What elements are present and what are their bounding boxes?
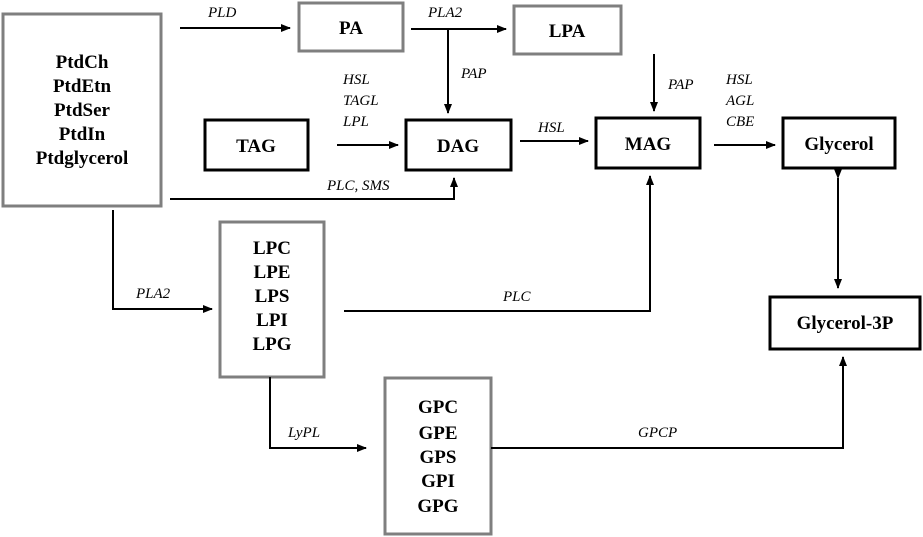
enzyme-pld: PLD (207, 5, 237, 21)
enzyme-tag-tagl: TAGL (343, 93, 379, 109)
lyso-lpi: LPI (256, 310, 288, 331)
enzyme-pap-right: PAP (667, 77, 694, 93)
lyso-lpe: LPE (254, 262, 291, 283)
lpa-box (512, 4, 623, 56)
lpa-label: LPA (549, 21, 586, 42)
mag-label: MAG (625, 134, 672, 155)
enzyme-mag-hsl: HSL (725, 72, 753, 88)
gp-gpi: GPI (421, 471, 455, 492)
lyso-lps: LPS (255, 286, 290, 307)
enzyme-plc: PLC (502, 289, 532, 305)
enzyme-plc-sms: PLC, SMS (326, 178, 390, 194)
enzyme-pla2-left: PLA2 (135, 286, 171, 302)
gp-gpe: GPE (418, 423, 457, 444)
arrow-lypl (269, 377, 367, 452)
enzyme-lypl: LyPL (287, 425, 320, 441)
enzyme-tag-lpl: LPL (342, 114, 369, 130)
tag-label: TAG (236, 136, 276, 157)
arrow-plc-sms (170, 177, 458, 200)
enzyme-pla2-top: PLA2 (427, 5, 463, 21)
glycerol-box (781, 116, 897, 170)
mag-box (594, 116, 702, 170)
gp-gpg: GPG (417, 496, 458, 517)
phospholipid-ptdglycerol: Ptdglycerol (36, 148, 129, 169)
arrow-plc (344, 175, 654, 312)
lyso-lpg: LPG (252, 334, 291, 355)
tag-box (203, 118, 310, 172)
dag-box (404, 118, 513, 172)
enzyme-mag-agl: AGL (725, 93, 754, 109)
lyso-box (218, 220, 326, 379)
enzyme-dag-hsl: HSL (537, 120, 565, 136)
glycerol3p-label: Glycerol-3P (797, 313, 894, 334)
arrow-pla2-left (112, 210, 213, 313)
lyso-lpc: LPC (253, 238, 291, 259)
glycerol-label: Glycerol (804, 134, 873, 155)
phospholipid-ptdch: PtdCh (56, 52, 109, 73)
gp-box (383, 376, 493, 536)
enzyme-tag-hsl: HSL (342, 72, 370, 88)
arrow-gpcp (491, 356, 847, 449)
enzyme-gpcp: GPCP (638, 425, 677, 441)
dag-label: DAG (437, 136, 479, 157)
glycerol3p-box (768, 295, 922, 351)
phospholipids-box (1, 12, 163, 208)
phospholipid-ptdetn: PtdEtn (53, 76, 112, 97)
phospholipid-ptdser: PtdSer (54, 100, 111, 121)
pa-label: PA (339, 18, 363, 39)
enzyme-pap-left: PAP (460, 66, 487, 82)
gp-gps: GPS (420, 447, 457, 468)
enzyme-mag-cbe: CBE (726, 114, 754, 130)
phospholipid-ptdin: PtdIn (59, 124, 106, 145)
pa-box (297, 1, 405, 53)
gp-gpc: GPC (418, 397, 458, 418)
